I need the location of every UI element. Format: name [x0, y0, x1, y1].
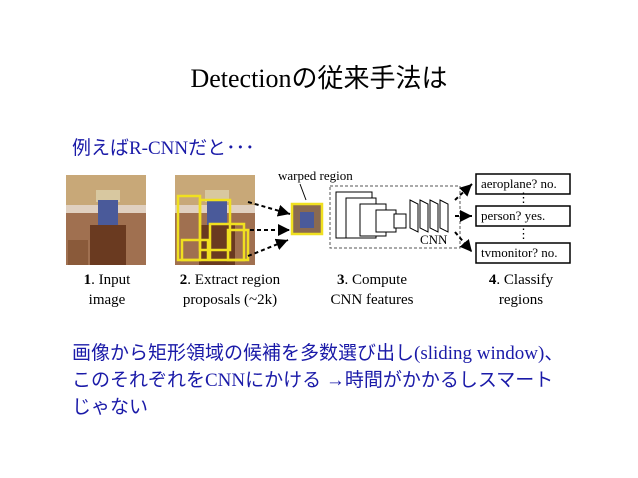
classify-arrow: [454, 183, 473, 201]
cnn-layers: [335, 191, 449, 239]
output-box-person: [475, 205, 571, 227]
subtitle: 例えばR-CNNだと･･･: [72, 138, 255, 159]
classify-arrow: [454, 231, 473, 253]
output-label: person? yes.: [481, 208, 546, 223]
input-image: [66, 175, 146, 265]
output-label: aeroplane? no.: [481, 176, 557, 191]
warped-region-label: warped region: [278, 168, 353, 183]
caption: 画像から矩形領域の候補を多数選び出し(sliding window)、このそれぞ…: [72, 343, 564, 418]
output-box-tvmonitor: [475, 242, 571, 264]
warped-region-image: [290, 202, 324, 236]
warped-pointer: [299, 183, 307, 201]
slide-title: Detectionの従来手法は: [190, 64, 448, 93]
warp-arrow: [247, 201, 291, 217]
output-label: tvmonitor? no.: [481, 245, 558, 260]
region-proposal-boxes: [176, 194, 250, 262]
proposal-image: [175, 175, 255, 265]
ellipsis: ⋮: [517, 226, 530, 241]
cnn-label: CNN: [420, 232, 448, 247]
warp-arrow: [247, 238, 289, 257]
output-box-aeroplane: [475, 173, 571, 195]
ellipsis: ⋮: [517, 190, 530, 205]
